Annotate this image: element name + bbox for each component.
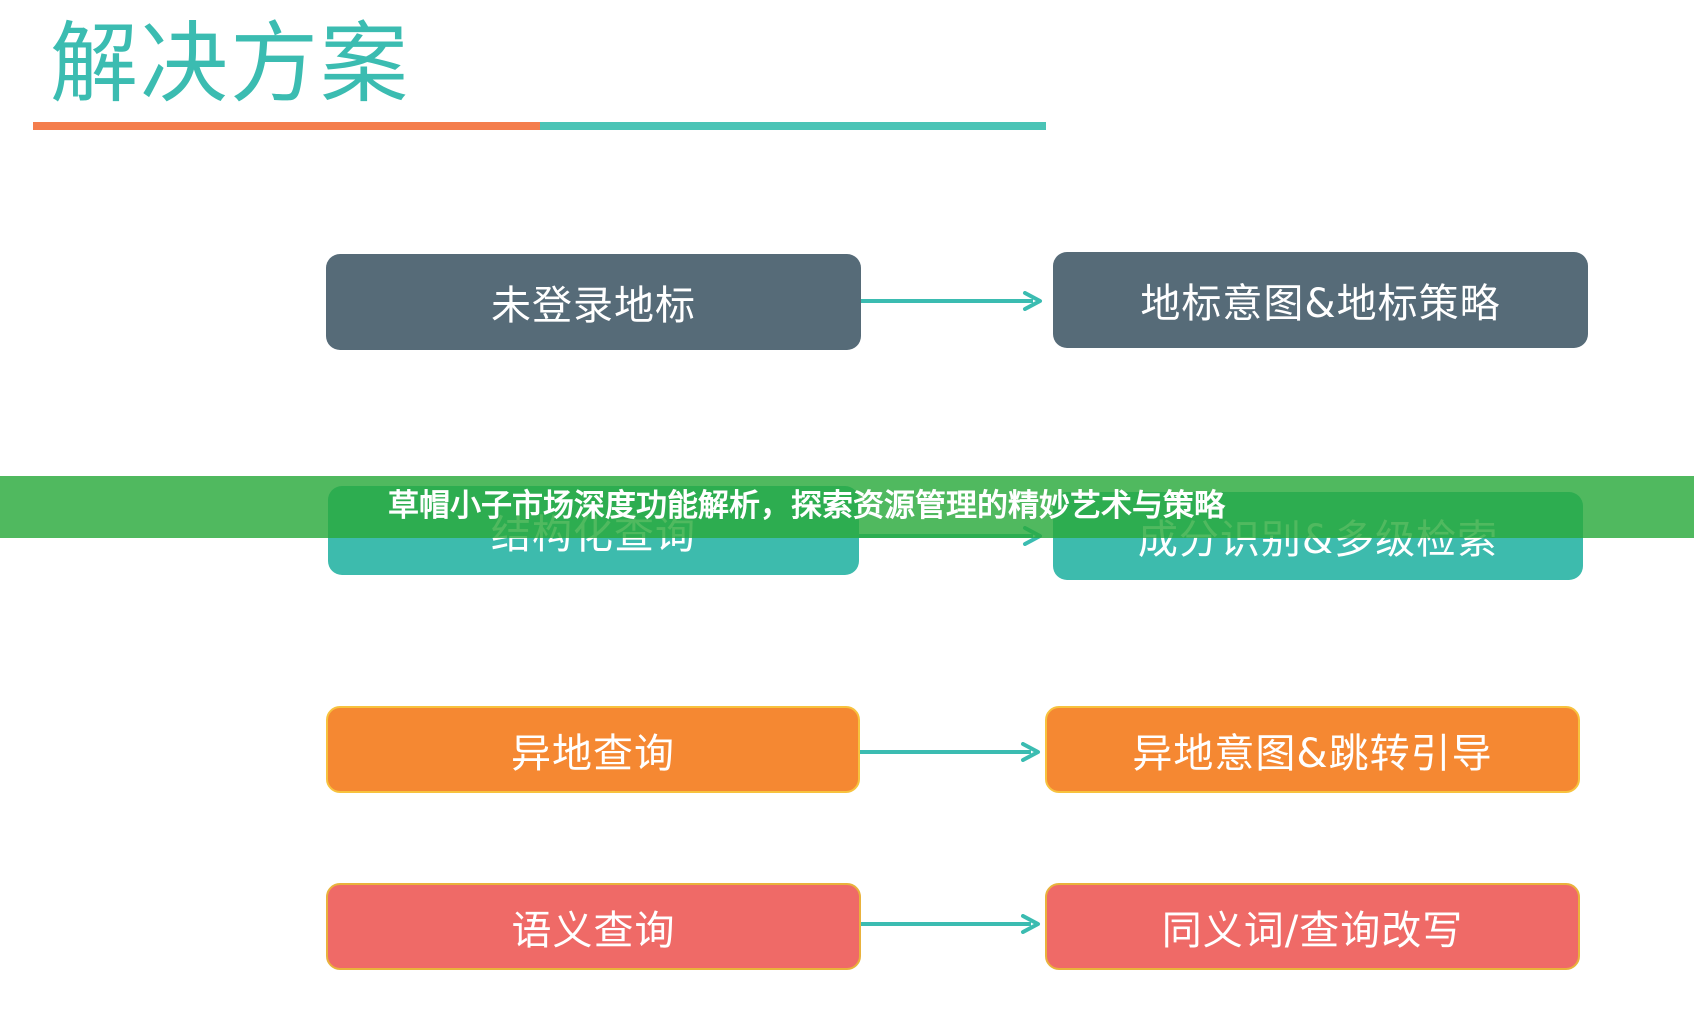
target-box-synonym-rewrite: 同义词/查询改写 [1045, 883, 1580, 970]
target-box-remote-intent: 异地意图&跳转引导 [1045, 706, 1580, 793]
title-underline-orange [33, 122, 540, 130]
slide-title: 解决方案 [50, 12, 411, 115]
source-box-semantic-query: 语义查询 [326, 883, 861, 970]
flow-arrow-3 [860, 742, 1041, 762]
source-box-remote-query: 异地查询 [326, 706, 860, 793]
title-banner: 草帽小子市场深度功能解析，探索资源管理的精妙艺术与策略 [0, 476, 1694, 538]
banner-title: 草帽小子市场深度功能解析，探索资源管理的精妙艺术与策略 [388, 488, 1225, 524]
target-box-landmark-intent: 地标意图&地标策略 [1053, 252, 1588, 348]
title-underline-teal [540, 122, 1046, 130]
flow-arrow-4 [861, 914, 1041, 934]
arrowhead-icon [1023, 291, 1042, 311]
flow-arrow-1 [861, 291, 1043, 311]
arrowhead-icon [1021, 914, 1040, 934]
arrowhead-icon [1021, 742, 1040, 762]
source-box-unregistered-landmark: 未登录地标 [326, 254, 861, 350]
